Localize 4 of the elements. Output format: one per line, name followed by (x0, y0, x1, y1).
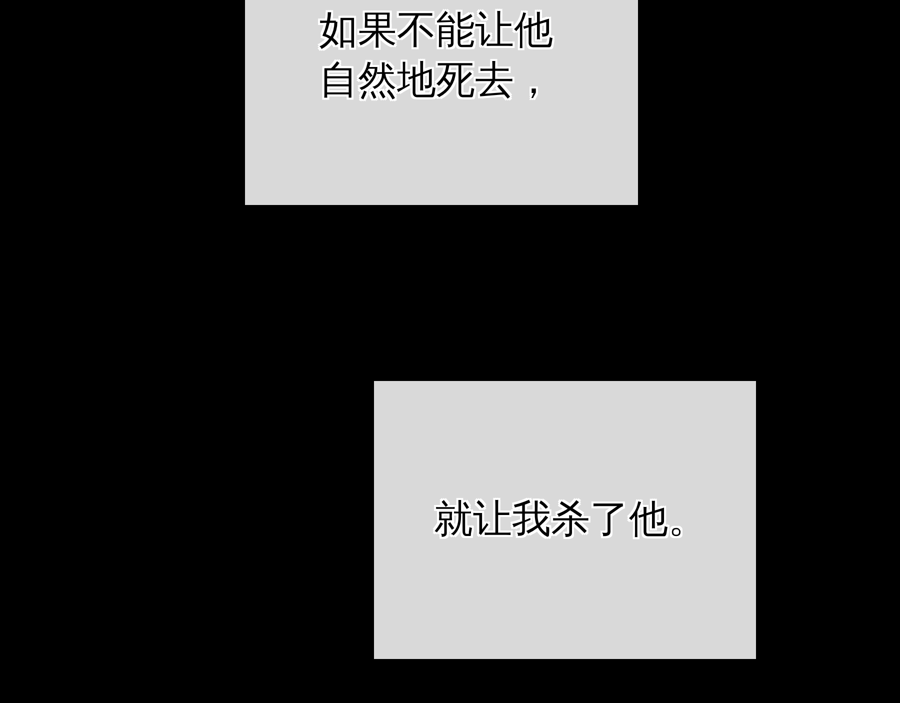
caption-box (245, 0, 638, 205)
caption-text: 就让我杀了他。 (434, 496, 708, 544)
caption-box (374, 381, 756, 659)
caption-text: 如果不能让他自然地死去， (319, 7, 554, 105)
